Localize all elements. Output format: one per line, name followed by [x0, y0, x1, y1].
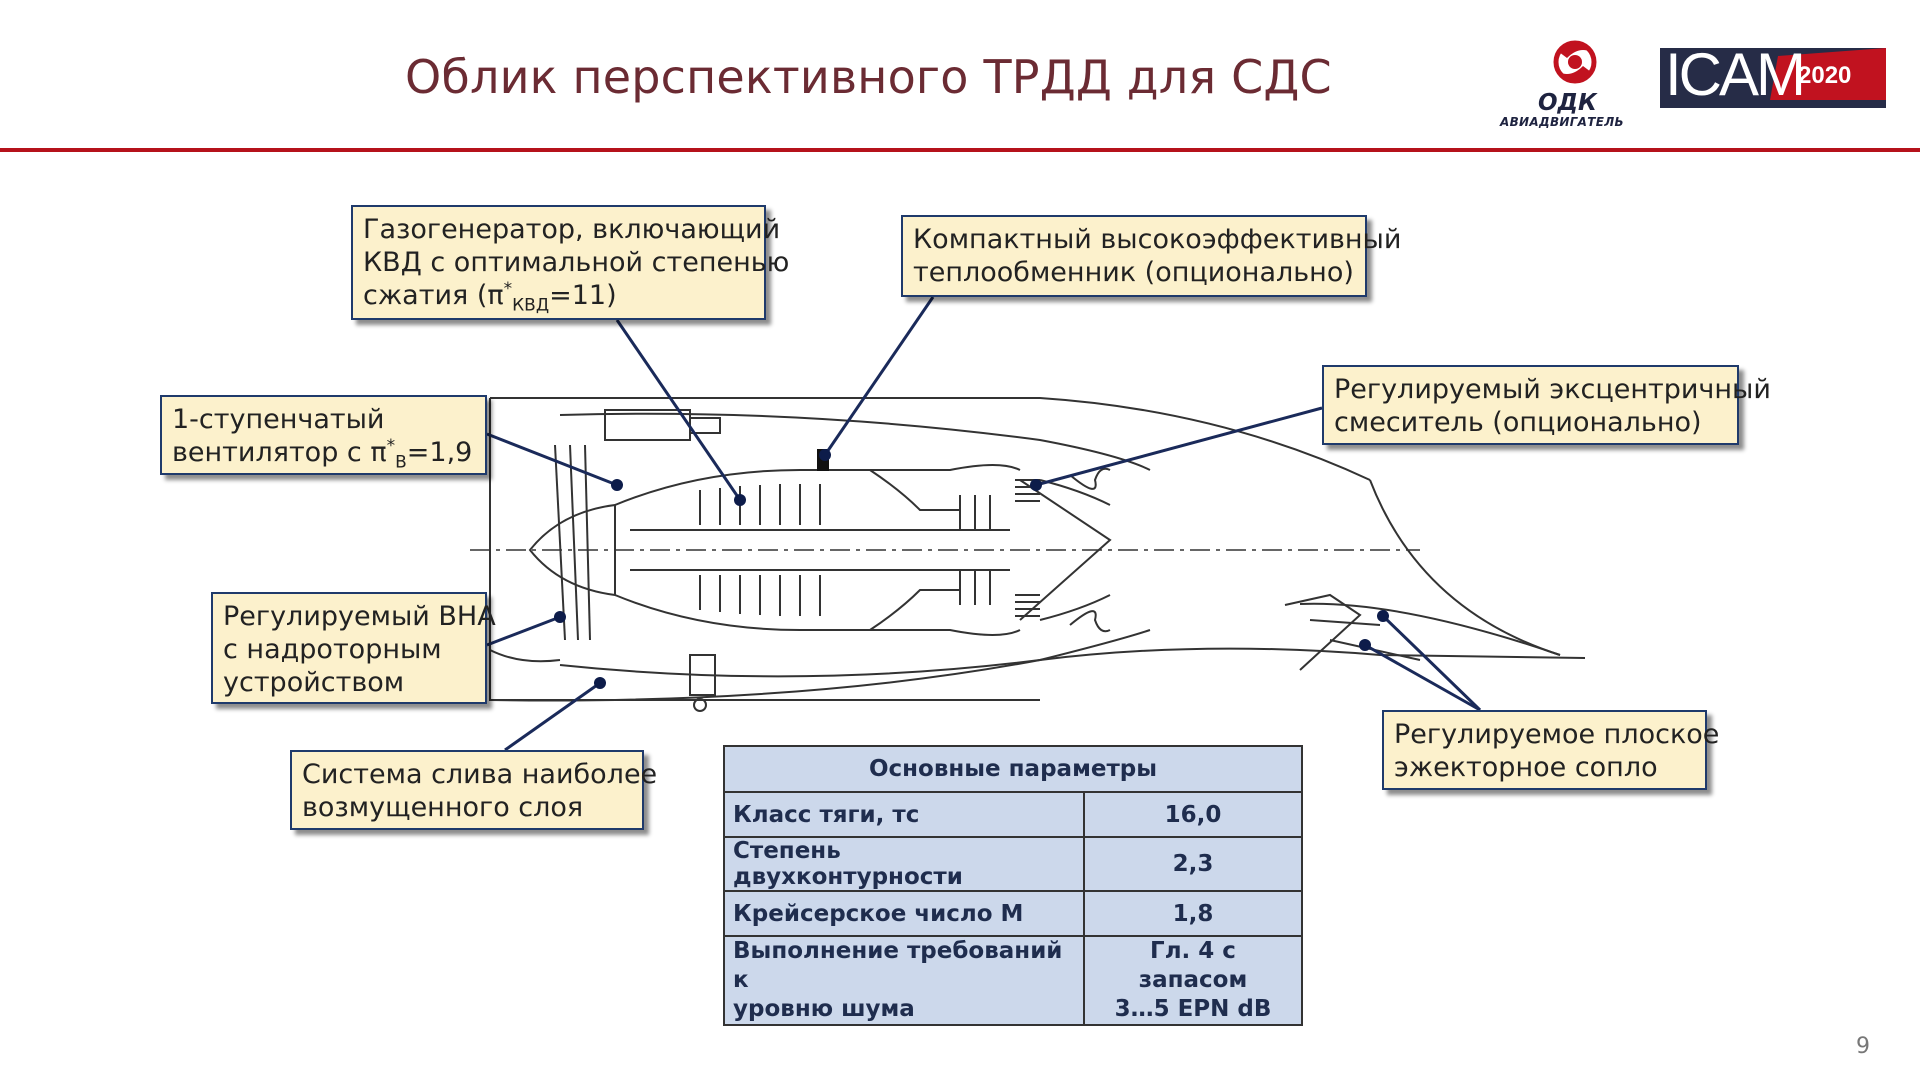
- param-label-line2: уровню шума: [733, 996, 915, 1022]
- odk-logo-text: ОДК: [1538, 90, 1597, 116]
- callout-mixer-line2: смеситель (опционально): [1334, 407, 1702, 438]
- leader-dots: [554, 449, 1389, 689]
- callout-heat-exchanger: Компактный высокоэффективный теплообменн…: [901, 215, 1402, 297]
- title-divider: [0, 148, 1920, 152]
- table-row: Класс тяги, тс 16,0: [723, 791, 1303, 838]
- param-label: Крейсерское число М: [723, 890, 1085, 937]
- param-label: Выполнение требований к уровню шума: [723, 935, 1085, 1026]
- callout-vane-line1: Регулируемый ВНА: [223, 601, 496, 632]
- icam-logo-text: ICAM: [1665, 41, 1806, 108]
- callout-bleed-system: Система слива наиболее возмущенного слоя: [290, 750, 658, 830]
- param-value: 16,0: [1083, 791, 1303, 838]
- callout-vane-line3: устройством: [223, 667, 405, 698]
- callout-gas-generator-line3: сжатия (π*КВД=11): [363, 279, 617, 316]
- callout-gas-generator-line2: КВД с оптимальной степенью: [363, 247, 790, 278]
- callout-fan-line2: вентилятор с π*В=1,9: [172, 436, 473, 473]
- icam-logo-icon: [1660, 48, 1886, 108]
- page-number: 9: [1856, 1034, 1870, 1059]
- callout-inlet-guide-vane: Регулируемый ВНА с надроторным устройств…: [211, 592, 496, 704]
- callout-vane-line2: с надроторным: [223, 634, 442, 665]
- callout-gas-generator: Газогенератор, включающий КВД с оптималь…: [351, 205, 790, 320]
- parameters-table-header: Основные параметры: [723, 745, 1303, 793]
- callout-bleed-line2: возмущенного слоя: [302, 792, 584, 823]
- icam-logo-year: 2020: [1798, 62, 1852, 89]
- callout-bleed-line1: Система слива наиболее: [302, 759, 658, 790]
- odk-logo-icon: [1553, 40, 1597, 84]
- callout-mixer: Регулируемый эксцентричный смеситель (оп…: [1322, 365, 1771, 445]
- param-label: Степень двухконтурности: [723, 836, 1085, 892]
- page-title: Облик перспективного ТРДД для СДС: [405, 50, 1332, 104]
- table-row: Выполнение требований к уровню шума Гл. 4…: [723, 935, 1303, 1026]
- param-value-line2: 3…5 EPN dB: [1114, 996, 1272, 1022]
- engine-outline: [470, 397, 1586, 712]
- callout-nozzle-line2: эжекторное сопло: [1394, 752, 1658, 783]
- param-label: Класс тяги, тс: [723, 791, 1085, 838]
- callout-fan-line1: 1-ступенчатый: [172, 404, 385, 435]
- callout-heat-exchanger-line1: Компактный высокоэффективный: [913, 224, 1402, 255]
- table-row: Степень двухконтурности 2,3: [723, 836, 1303, 892]
- param-value: 1,8: [1083, 890, 1303, 937]
- param-value: Гл. 4 с запасом 3…5 EPN dB: [1083, 935, 1303, 1026]
- callout-mixer-line1: Регулируемый эксцентричный: [1334, 374, 1771, 405]
- callout-fan: 1-ступенчатый вентилятор с π*В=1,9: [160, 395, 487, 475]
- callout-heat-exchanger-line2: теплообменник (опционально): [913, 257, 1354, 288]
- callout-nozzle-line1: Регулируемое плоское: [1394, 719, 1720, 750]
- param-value-line1: Гл. 4 с запасом: [1138, 938, 1248, 993]
- table-row: Крейсерское число М 1,8: [723, 890, 1303, 937]
- odk-logo-subtitle: АВИАДВИГАТЕЛЬ: [1500, 115, 1624, 129]
- param-label-line1: Выполнение требований к: [733, 938, 1063, 993]
- param-value: 2,3: [1083, 836, 1303, 892]
- callout-gas-generator-line1: Газогенератор, включающий: [363, 214, 781, 245]
- leader-lines: [486, 296, 1482, 752]
- parameters-table: Основные параметры Класс тяги, тс 16,0 С…: [723, 745, 1303, 1026]
- callout-nozzle: Регулируемое плоское эжекторное сопло: [1382, 710, 1720, 790]
